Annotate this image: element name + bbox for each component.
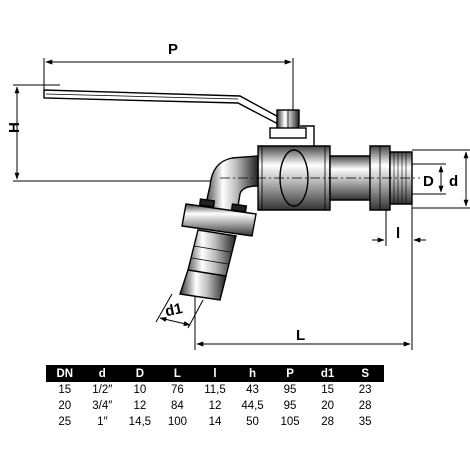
table-cell: 28 bbox=[321, 416, 334, 428]
dimension-label-d1: d1 bbox=[163, 300, 184, 320]
column-header: d1 bbox=[308, 365, 347, 382]
dimensions-table: DN d D L l h P d1 S 15 1/2″ 10 76 11,5 4… bbox=[46, 365, 384, 430]
column-header: S bbox=[346, 365, 384, 382]
table-cell: 14 bbox=[208, 416, 222, 428]
column-header: l bbox=[196, 365, 234, 382]
dimension-d bbox=[412, 149, 470, 209]
valve-body bbox=[43, 89, 413, 301]
table-cell: 14,5 bbox=[128, 416, 152, 428]
table-cell: 12 bbox=[133, 400, 147, 412]
dimension-d1 bbox=[155, 293, 204, 329]
table-cell: 44,5 bbox=[241, 400, 264, 412]
table-cell: 20 bbox=[321, 400, 334, 412]
table-cell: 12 bbox=[208, 400, 222, 412]
table-cell: 43 bbox=[246, 384, 259, 396]
dimension-label-l: l bbox=[396, 225, 400, 242]
column-header: d bbox=[83, 365, 122, 382]
table-cell: 105 bbox=[280, 416, 300, 428]
table-cell: 23 bbox=[358, 384, 372, 396]
dimension-label-L: L bbox=[296, 327, 305, 344]
table-cell: 15 bbox=[321, 384, 334, 396]
table-cell: 95 bbox=[283, 384, 297, 396]
table-cell: 11,5 bbox=[204, 384, 226, 396]
table-cell: 15 bbox=[58, 384, 72, 396]
column-header: h bbox=[233, 365, 272, 382]
table-cell: 20 bbox=[58, 400, 72, 412]
table-cell: 10 bbox=[133, 384, 147, 396]
table-header-row: DN d D L l h P d1 S bbox=[46, 365, 384, 382]
dimension-label-H: H bbox=[6, 122, 23, 133]
table-cell: 25 bbox=[58, 416, 72, 428]
dimension-label-P: P bbox=[168, 41, 178, 58]
table-cell: 50 bbox=[246, 416, 259, 428]
table-row: 25 1″ 14,5 100 14 50 105 28 35 bbox=[46, 414, 384, 430]
column-header: L bbox=[158, 365, 197, 382]
table-row: 20 3/4″ 12 84 12 44,5 95 20 28 bbox=[46, 398, 384, 414]
table-cell: 95 bbox=[283, 400, 297, 412]
table-cell: 3/4″ bbox=[92, 400, 113, 412]
table-cell: 84 bbox=[171, 400, 184, 412]
table-cell: 1/2″ bbox=[92, 384, 113, 396]
dimension-label-d: d bbox=[449, 173, 458, 190]
column-header: D bbox=[121, 365, 159, 382]
table-cell: 28 bbox=[358, 400, 372, 412]
dimension-label-D: D bbox=[423, 173, 434, 190]
table-row: 15 1/2″ 10 76 11,5 43 95 15 23 bbox=[46, 382, 384, 398]
table-cell: 1″ bbox=[97, 416, 108, 428]
table-cell: 100 bbox=[167, 416, 187, 428]
dimension-H bbox=[13, 84, 210, 182]
table-cell: 76 bbox=[171, 384, 184, 396]
table-cell: 35 bbox=[358, 416, 372, 428]
column-header: DN bbox=[46, 365, 84, 382]
column-header: P bbox=[271, 365, 309, 382]
